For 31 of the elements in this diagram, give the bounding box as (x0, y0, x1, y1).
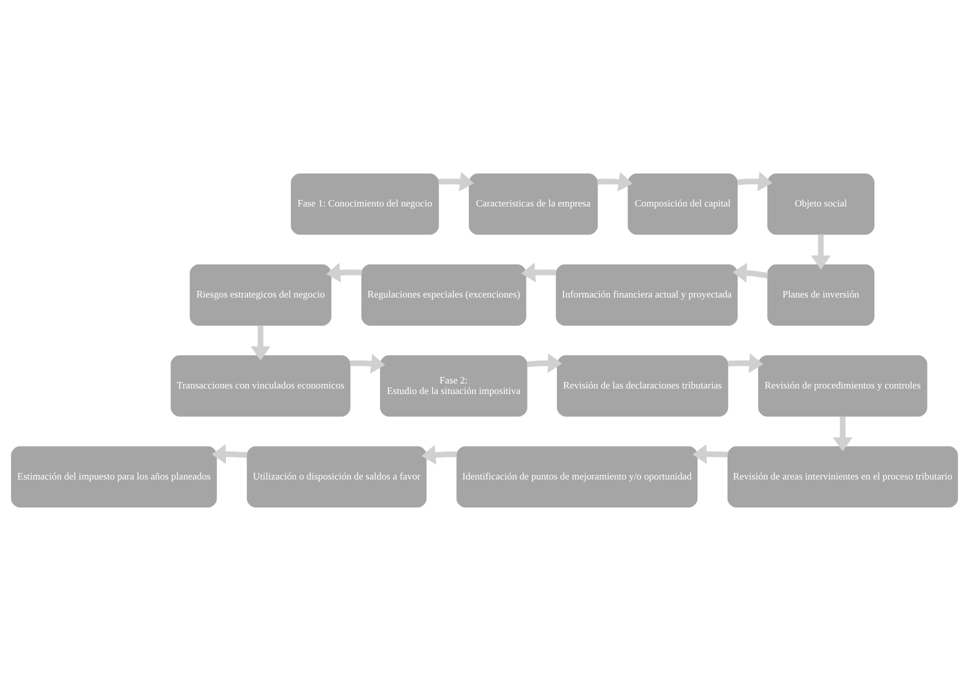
node-box: Objeto social (767, 172, 874, 234)
arrow (526, 352, 562, 373)
node-box: Revisión de procedimientos y controles (758, 354, 928, 416)
arrow (212, 444, 248, 464)
node-box: Revisión de areas intervinientes en el proceso tributario (727, 446, 958, 508)
node-box: Planes de inversión (767, 264, 874, 326)
arrow (521, 262, 556, 282)
node-box: Transacciones con vinculados economicos (170, 354, 350, 416)
arrow (732, 262, 768, 282)
node-box: Regulaciones especiales (excenciones) (361, 264, 526, 326)
node-box: Riesgos estrategicos del negocio (190, 264, 332, 326)
arrow (250, 325, 270, 360)
arrow (597, 172, 633, 192)
arrow (811, 234, 831, 270)
arrow (421, 444, 457, 464)
arrow (737, 171, 772, 191)
node-box: Fase 2: Estudio de la situación impositiva (380, 354, 528, 416)
arrow (832, 416, 853, 451)
node-box: Estimación del impuesto para los años planeados (11, 446, 217, 508)
arrow (350, 353, 386, 373)
node-box: Utilización o disposición de saldos a favor (246, 446, 427, 508)
arrow (728, 352, 764, 373)
arrow (692, 444, 728, 464)
arrow (438, 171, 474, 191)
node-box: Revisión de las declaraciones tributarias (556, 354, 728, 416)
arrow (326, 262, 362, 282)
node-box: Información financiera actual y proyectada (556, 264, 738, 326)
node-box: Composición del capital (628, 172, 738, 234)
node-box: Fase 1: Conocimiento del negocio (290, 172, 439, 234)
node-box: Identificación de puntos de mejoramiento y/o oportunidad (456, 446, 698, 508)
node-box: Caracteristicas de la empresa (468, 172, 598, 234)
